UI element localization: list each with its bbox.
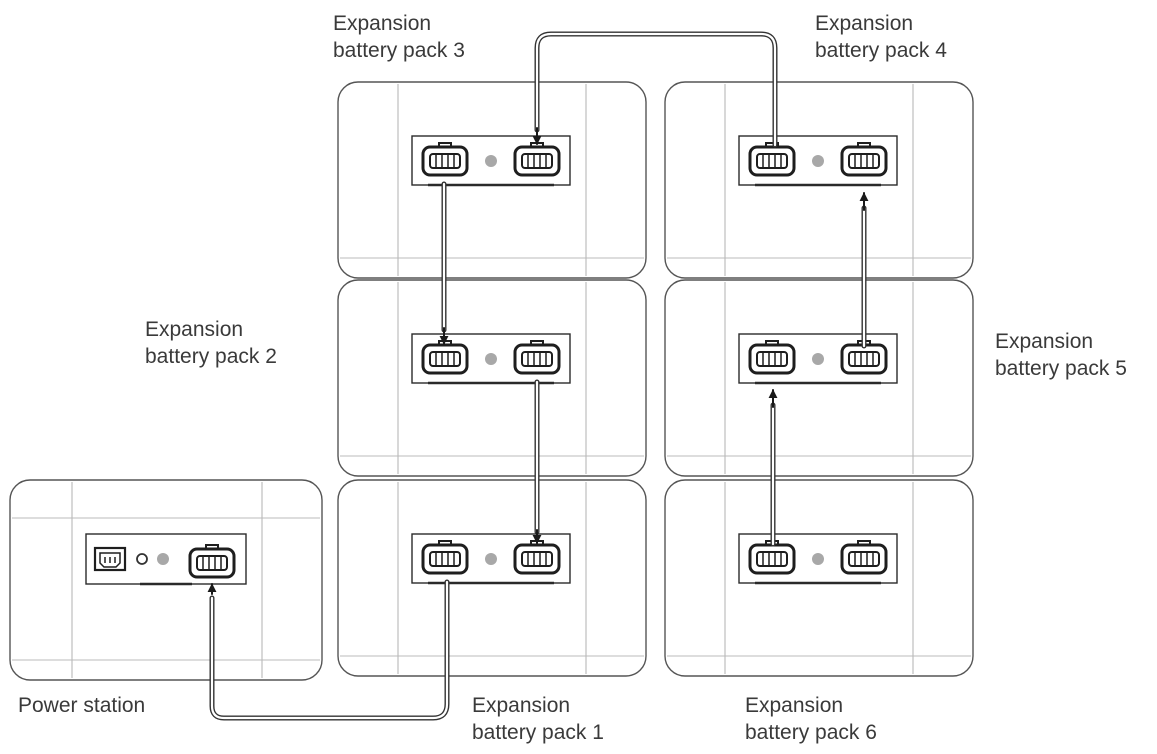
battery-pack-6-unit: [665, 480, 973, 676]
ac-outlet-icon: [93, 546, 127, 572]
indicator-light-icon: [136, 553, 148, 565]
label-power-station: Power station: [18, 694, 146, 717]
battery-pack-5-unit: [665, 280, 973, 476]
battery-pack-2-unit: [338, 280, 646, 476]
battery-pack-4-unit: [665, 82, 973, 278]
battery-pack-3-unit: [338, 82, 646, 278]
cable-power-to-pack-1: [207, 579, 450, 721]
power-station-unit: [9, 479, 323, 681]
output-port-icon: [188, 543, 236, 579]
cable-pack-3-to-pack-4: [532, 31, 778, 148]
battery-pack-1-unit: [338, 480, 646, 676]
power-button-icon: [157, 553, 169, 565]
